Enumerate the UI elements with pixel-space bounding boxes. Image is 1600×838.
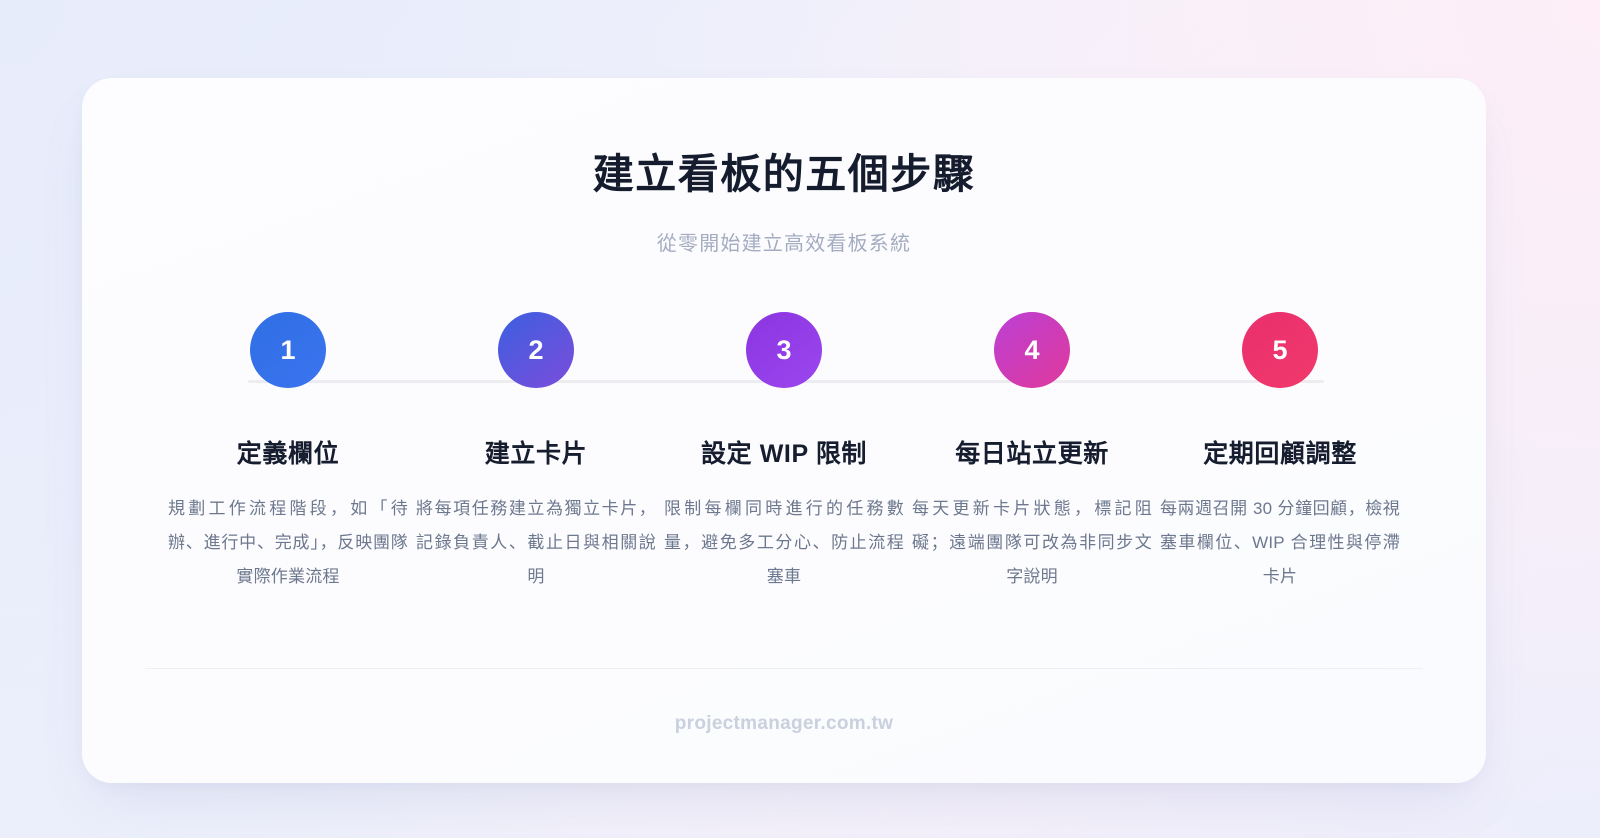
card-header: 建立看板的五個步驟 從零開始建立高效看板系統 [82,78,1486,256]
step-item[interactable]: 4 每日站立更新 每天更新卡片狀態，標記阻礙；遠端團隊可改為非同步文字說明 [908,312,1156,594]
steps-list: 1 定義欄位 規劃工作流程階段，如「待辦、進行中、完成」，反映團隊實際作業流程 … [164,312,1404,594]
site-name-label: projectmanager.com.tw [674,713,894,734]
footer-divider [145,668,1423,669]
step-description: 限制每欄同時進行的任務數量，避免多工分心、防止流程塞車 [664,499,904,587]
step-number-badge: 2 [498,312,574,389]
infographic-card: 建立看板的五個步驟 從零開始建立高效看板系統 1 定義欄位 規劃工作流程階段，如… [82,78,1486,783]
page-title: 建立看板的五個步驟 [592,151,976,197]
step-item[interactable]: 1 定義欄位 規劃工作流程階段，如「待辦、進行中、完成」，反映團隊實際作業流程 [164,312,412,594]
step-item[interactable]: 3 設定 WIP 限制 限制每欄同時進行的任務數量，避免多工分心、防止流程塞車 [660,312,908,594]
step-number-label: 2 [528,334,544,365]
card-footer: projectmanager.com.tw [145,668,1423,735]
step-number-badge: 1 [250,312,326,389]
steps-section: 1 定義欄位 規劃工作流程階段，如「待辦、進行中、完成」，反映團隊實際作業流程 … [82,312,1486,594]
step-title: 每日站立更新 [955,440,1109,469]
step-description: 將每項任務建立為獨立卡片，記錄負責人、截止日與相關說明 [416,499,656,587]
step-item[interactable]: 2 建立卡片 將每項任務建立為獨立卡片，記錄負責人、截止日與相關說明 [412,312,660,594]
step-number-label: 4 [1024,334,1040,365]
step-number-badge: 5 [1242,312,1318,389]
step-title: 建立卡片 [484,440,588,469]
step-title: 定義欄位 [236,440,340,469]
step-title: 設定 WIP 限制 [700,440,868,469]
step-number-label: 1 [280,334,296,365]
page-subtitle: 從零開始建立高效看板系統 [656,233,912,256]
step-number-badge: 3 [746,312,822,389]
step-number-badge: 4 [994,312,1070,389]
step-item[interactable]: 5 定期回顧調整 每兩週召開 30 分鐘回顧，檢視塞車欄位、WIP 合理性與停滯… [1156,312,1404,594]
step-number-label: 3 [776,334,792,365]
step-description: 規劃工作流程階段，如「待辦、進行中、完成」，反映團隊實際作業流程 [168,499,408,587]
step-description: 每天更新卡片狀態，標記阻礙；遠端團隊可改為非同步文字說明 [912,499,1152,587]
step-number-label: 5 [1272,334,1288,365]
step-title: 定期回顧調整 [1203,440,1357,469]
step-description: 每兩週召開 30 分鐘回顧，檢視塞車欄位、WIP 合理性與停滯卡片 [1160,499,1400,587]
